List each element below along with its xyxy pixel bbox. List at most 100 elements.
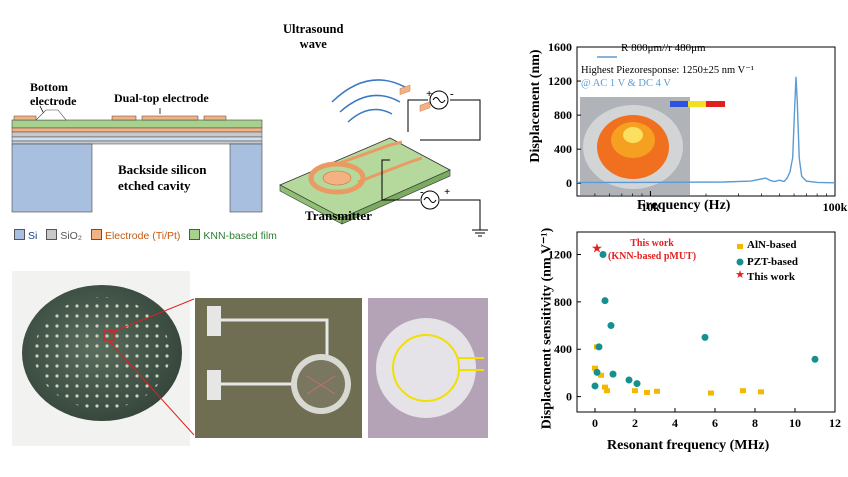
- yellow-electrode-ring: [392, 334, 460, 402]
- chart2-xtick-label: 8: [752, 416, 758, 430]
- aln-point: [740, 388, 746, 394]
- legend-swatch-0: [14, 229, 25, 240]
- frequency-response-chart: 0 400 800 1200 1600 10k 100k: [548, 40, 848, 214]
- electrode-disc-inner: [322, 170, 352, 186]
- cross-section-diagram: [11, 105, 263, 213]
- ultrasound-wave-arc-1: [331, 79, 411, 103]
- ultrasound-wave-arc-2: [339, 94, 401, 113]
- top-electrode-3: [203, 115, 227, 121]
- plus-sign-top: +: [426, 88, 433, 100]
- transmitter-diagram: [279, 79, 488, 237]
- legend-swatch-1: [46, 229, 58, 240]
- legend-item-2: Electrode (Ti/Pt): [90, 229, 181, 242]
- knn-film-layer: [11, 119, 263, 129]
- chart1-xlabel: Frequency (Hz): [637, 198, 731, 213]
- legend-item-0: Si: [14, 229, 38, 242]
- pzt-point: [593, 368, 601, 376]
- chart2-ytick-label: 1200: [548, 248, 572, 262]
- pzt-point: [811, 355, 819, 363]
- chart2-ytick-label: 800: [554, 295, 572, 309]
- ultrasound-wave-arc-3: [347, 108, 393, 123]
- pzt-point: [591, 382, 599, 390]
- chart2-xlabel: Resonant frequency (MHz): [607, 438, 770, 453]
- top-electrode-2: [141, 115, 199, 121]
- legend-marker-pzt: [736, 258, 744, 266]
- pzt-point: [701, 333, 709, 341]
- aln-point: [708, 390, 714, 396]
- chart2-xtick-label: 2: [632, 416, 638, 430]
- chart2-xtick-label: 4: [672, 416, 678, 430]
- microscope-membrane-photo: [368, 298, 488, 438]
- legend-item-1: SiO₂: [46, 229, 82, 242]
- chart1-annotation-conditions: @ AC 1 V & DC 4 V: [581, 78, 671, 89]
- pzt-point: [601, 297, 609, 305]
- legend-label-aln: AlN-based: [747, 239, 797, 251]
- pzt-point: [607, 322, 615, 330]
- aln-point: [602, 384, 608, 390]
- top-electrode-1: [111, 115, 137, 121]
- transmitter-label: Transmitter: [305, 208, 372, 223]
- bottom-electrode-layer: [11, 127, 263, 133]
- aln-point: [654, 388, 660, 394]
- electrode-ring-outer: [308, 161, 366, 195]
- legend-marker-this-work: ★: [735, 269, 745, 281]
- chart1-ylabel: Displacement (nm): [528, 49, 543, 163]
- ultrasound-wave-label: Ultrasound wave: [283, 22, 344, 51]
- pzt-point: [633, 380, 641, 388]
- chart2-ytick-label: 0: [566, 390, 572, 404]
- aln-point: [758, 389, 764, 395]
- chart2-xtick-label: 10: [789, 416, 801, 430]
- chart1-xtick-label: 10k: [641, 200, 660, 214]
- pzt-point: [595, 343, 603, 351]
- chart1-xtick-label: 100k: [823, 200, 848, 214]
- contact-pad-top: [207, 306, 221, 336]
- legend-label-0: Si: [28, 230, 38, 242]
- chart1-ytick-label: 1600: [548, 40, 572, 54]
- legend-item-3: KNN-based film: [189, 229, 277, 242]
- chart1-ytick-label: 400: [554, 142, 572, 156]
- chart1-ytick-label: 1200: [548, 74, 572, 88]
- chart1-annotation-piezo: Highest Piezoresponse: 1250±25 nm V⁻¹: [581, 65, 754, 76]
- aln-point: [592, 365, 598, 371]
- legend-marker-aln: [737, 244, 743, 249]
- membrane-disc: [376, 318, 476, 418]
- cavity-label: Backside silicon etched cavity: [118, 162, 207, 193]
- sio2-layer: [11, 131, 263, 138]
- chart1-ytick-label: 800: [554, 108, 572, 122]
- chart2-ytick-label: 400: [554, 342, 572, 356]
- chart2-xtick-label: 0: [592, 416, 598, 430]
- sensitivity-scatter-chart: 0 400 800 1200 0 2 4 6 8 10 12 ★ ★: [548, 231, 841, 430]
- legend-label-3: KNN-based film: [203, 230, 277, 242]
- microscope-device-photo: [195, 298, 362, 438]
- wafer-photo: [12, 271, 190, 446]
- aln-point: [604, 388, 610, 394]
- legend-label-this-work: This work: [747, 271, 795, 283]
- minus-sign-bottom: -: [420, 186, 424, 198]
- this-work-point: ★: [591, 241, 603, 256]
- chart2-ylabel: Displacement sensitivity (nm V⁻¹): [539, 227, 555, 430]
- legend-label-2: Electrode (Ti/Pt): [104, 230, 181, 242]
- chart2-xtick-label: 12: [829, 416, 841, 430]
- aln-point: [632, 388, 638, 394]
- aln-point: [644, 389, 650, 395]
- dual-top-electrode-label: Dual-top electrode: [114, 91, 209, 105]
- legend-swatch-3: [189, 229, 201, 240]
- pzt-point: [599, 251, 607, 258]
- contact-pad-bottom: [207, 370, 221, 400]
- legend-label-pzt: PZT-based: [747, 256, 798, 268]
- wafer-zoom-box: [103, 330, 115, 341]
- minus-sign-top: -: [450, 88, 454, 100]
- legend-label-1: SiO₂: [60, 230, 82, 242]
- plus-sign-bottom: +: [444, 186, 451, 198]
- si-substrate-right: [229, 143, 263, 213]
- chart2-frame: [576, 231, 836, 413]
- chart2-xtick-label: 6: [712, 416, 718, 430]
- zoom-indicator-lines: [110, 298, 195, 436]
- bottom-electrode-label: Bottom electrode: [30, 80, 77, 108]
- chart1-ytick-label: 0: [566, 176, 572, 190]
- aln-point: [598, 372, 604, 378]
- pzt-point: [625, 376, 633, 384]
- pzt-point: [609, 370, 617, 378]
- chart1-legend-label: R 800μm//r 480μm: [621, 42, 706, 54]
- this-work-callout: This work (KNN-based pMUT): [608, 238, 697, 262]
